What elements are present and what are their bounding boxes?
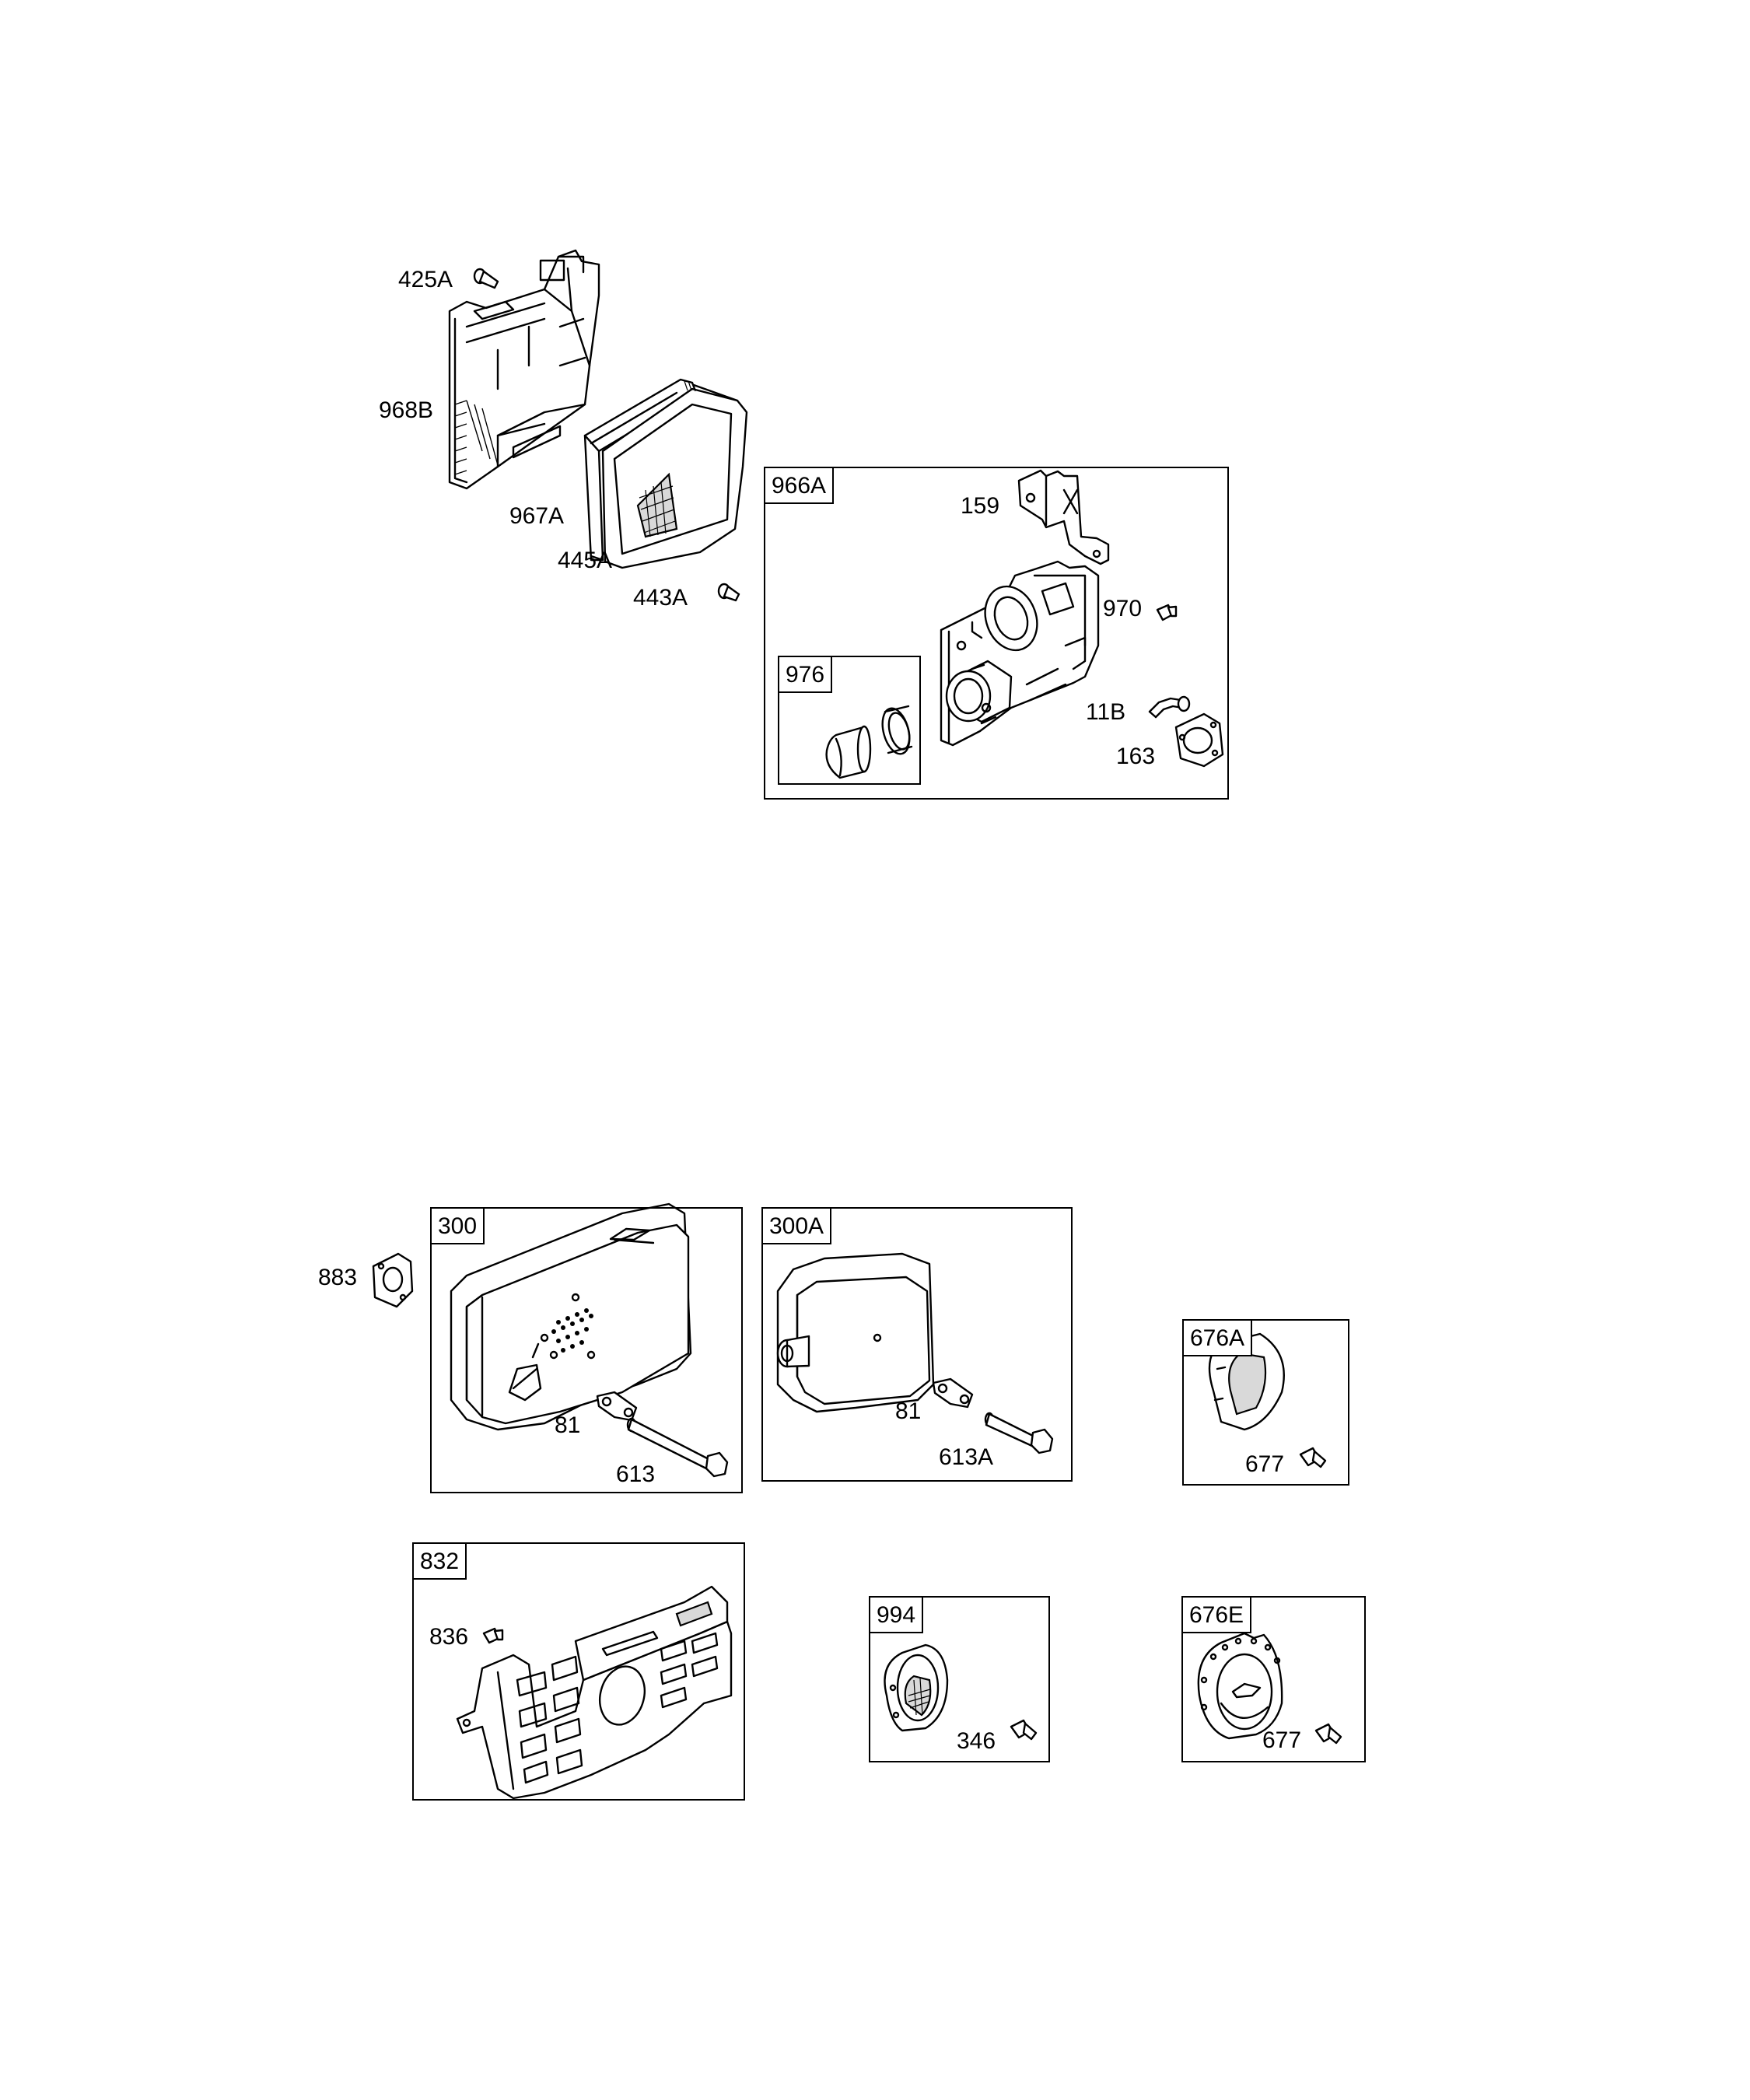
screw-677a-drawing bbox=[1299, 1447, 1327, 1468]
screw-970-drawing bbox=[1156, 604, 1178, 621]
muffler-300-drawing bbox=[450, 1202, 692, 1431]
screw-836-drawing bbox=[482, 1627, 504, 1644]
assembly-box-832: 832 bbox=[412, 1542, 745, 1801]
base-plate-966A-drawing bbox=[940, 560, 1100, 747]
lock-washer-81b-drawing bbox=[932, 1377, 974, 1409]
deflector-676E-drawing bbox=[1197, 1632, 1283, 1740]
screw-346-drawing bbox=[1010, 1719, 1038, 1741]
bracket-159-drawing bbox=[1017, 469, 1110, 565]
assembly-box-676A: 676A bbox=[1182, 1319, 1349, 1486]
gasket-163-drawing bbox=[1174, 712, 1224, 768]
screw-443A-drawing bbox=[717, 583, 740, 602]
part-label-967A: 967A bbox=[509, 503, 565, 529]
box-label-832: 832 bbox=[414, 1544, 467, 1580]
assembly-box-300: 300 bbox=[430, 1207, 743, 1493]
part-label-163: 163 bbox=[1116, 744, 1156, 769]
part-label-443A: 443A bbox=[633, 585, 688, 611]
assembly-box-300A: 300A bbox=[761, 1207, 1073, 1482]
assembly-box-994: 994 bbox=[869, 1596, 1050, 1762]
primer-bulb-976-drawing bbox=[825, 705, 913, 779]
part-label-346: 346 bbox=[957, 1728, 996, 1754]
screw-425A-drawing bbox=[473, 268, 499, 289]
bolt-613A-drawing bbox=[984, 1412, 1054, 1454]
part-label-677-676E: 677 bbox=[1262, 1727, 1302, 1753]
box-label-966A: 966A bbox=[765, 468, 835, 504]
muffler-300A-drawing bbox=[776, 1252, 935, 1413]
gasket-883-drawing bbox=[372, 1252, 414, 1308]
assembly-box-976: 976 bbox=[778, 656, 921, 785]
part-label-613: 613 bbox=[616, 1461, 656, 1487]
part-label-613A: 613A bbox=[939, 1444, 994, 1470]
part-label-883: 883 bbox=[318, 1265, 358, 1290]
box-label-676A: 676A bbox=[1184, 1321, 1253, 1356]
part-label-81-300A: 81 bbox=[895, 1398, 922, 1424]
breather-tube-11B-drawing bbox=[1148, 695, 1191, 719]
part-label-159: 159 bbox=[961, 493, 1000, 519]
box-label-300A: 300A bbox=[763, 1209, 832, 1244]
air-filter-967A-445A-drawing bbox=[583, 378, 748, 569]
part-label-445A: 445A bbox=[558, 548, 613, 573]
heat-shield-832-drawing bbox=[456, 1585, 733, 1800]
spark-arrester-994-drawing bbox=[884, 1643, 949, 1732]
bolt-613-drawing bbox=[626, 1417, 729, 1478]
part-label-81-300: 81 bbox=[555, 1412, 581, 1438]
box-label-976: 976 bbox=[779, 657, 833, 693]
part-label-968B: 968B bbox=[379, 397, 434, 423]
screw-677b-drawing bbox=[1314, 1723, 1342, 1745]
air-cleaner-base-968B-drawing bbox=[448, 249, 600, 490]
part-label-425A: 425A bbox=[398, 267, 453, 292]
part-label-836: 836 bbox=[429, 1624, 469, 1650]
assembly-box-676E: 676E bbox=[1181, 1596, 1366, 1762]
part-label-970: 970 bbox=[1103, 596, 1143, 621]
part-label-677-676A: 677 bbox=[1245, 1451, 1285, 1477]
box-label-676E: 676E bbox=[1183, 1598, 1252, 1633]
box-label-300: 300 bbox=[432, 1209, 485, 1244]
box-label-994: 994 bbox=[870, 1598, 924, 1633]
assembly-box-966A: 966A bbox=[764, 467, 1229, 800]
part-label-11B: 11B bbox=[1086, 699, 1126, 725]
